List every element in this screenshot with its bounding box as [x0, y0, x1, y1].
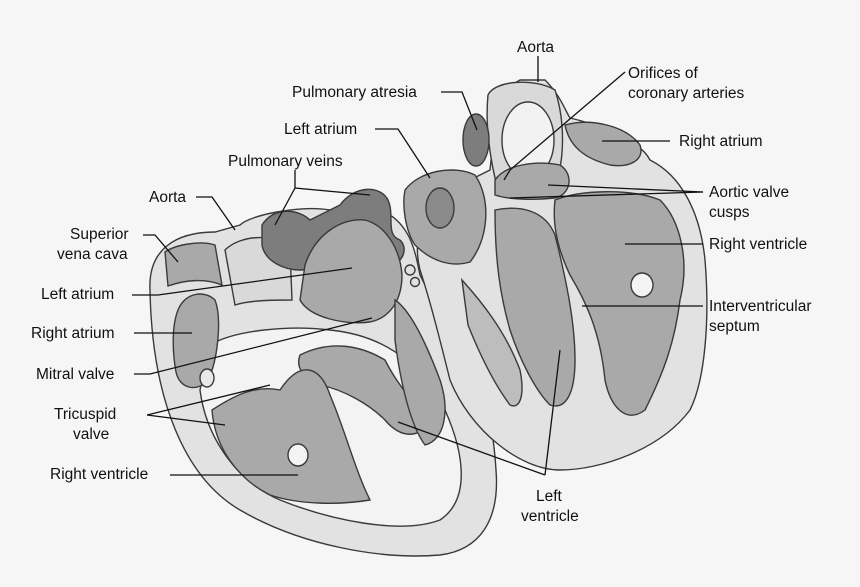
label-right-atrium-right: Right atrium: [679, 133, 763, 150]
superior-vena-cava-shape: [164, 242, 223, 287]
label-septum-line2: septum: [709, 318, 760, 335]
label-septum-line1: Interventricular: [709, 298, 812, 315]
label-tricuspid-line1: Tricuspid: [54, 406, 117, 423]
pulmonary-atresia-shape: [462, 113, 490, 167]
label-mitral-valve: Mitral valve: [36, 366, 115, 383]
leader-tricuspid-a: [146, 384, 271, 416]
label-aortic-cusps-line1: Aortic valve: [709, 184, 790, 201]
leader-aortic-cusps-b: [509, 191, 704, 199]
leader-aorta-left: [196, 196, 236, 231]
label-pulmonary-atresia: Pulmonary atresia: [292, 84, 417, 101]
aortic-valve-cusps-shape: [494, 162, 570, 200]
label-tricuspid-line2: valve: [73, 426, 110, 443]
label-svc-line2: vena cava: [57, 246, 128, 263]
leader-pulmonary-veins-b: [274, 187, 296, 226]
label-aortic-cusps-line2: cusps: [709, 204, 750, 221]
label-aorta-top: Aorta: [517, 39, 555, 56]
leader-pulmonary-atresia: [441, 91, 478, 131]
vessel-orifice: [404, 264, 416, 276]
rv-opening: [630, 272, 654, 298]
leader-aortic-cusps-a: [547, 184, 704, 193]
label-aorta-left: Aorta: [149, 189, 187, 206]
leader-mitral-valve: [134, 317, 373, 375]
left-septum-shape: [394, 298, 446, 446]
leader-left-atrium-left: [132, 267, 353, 296]
label-left-atrium-top: Left atrium: [284, 121, 358, 138]
left-atrium-left-shape: [299, 219, 403, 324]
leader-tricuspid-b: [146, 414, 226, 426]
label-svc-line1: Superior: [70, 226, 129, 243]
ra-opening: [199, 368, 215, 388]
label-right-ventricle-left: Right ventricle: [50, 466, 149, 483]
label-orifices-line1: Orifices of: [628, 65, 698, 82]
leader-pulmonary-veins: [294, 170, 371, 196]
interventricular-septum-shape: [494, 207, 576, 407]
right-ventricle-left-shape: [211, 369, 372, 504]
right-atrium-right-shape: [564, 121, 642, 167]
left-atrium-opening: [425, 187, 455, 229]
septum-muscle-strip: [461, 277, 523, 407]
leader-svc: [143, 234, 179, 263]
label-right-atrium-left: Right atrium: [31, 325, 115, 342]
leader-left-atrium-top: [375, 128, 431, 179]
tricuspid-opening: [287, 443, 309, 467]
vessel-orifice: [409, 276, 421, 288]
label-right-ventricle-right: Right ventricle: [709, 236, 808, 253]
label-orifices-line2: coronary arteries: [628, 85, 745, 102]
leader-orifices: [503, 71, 626, 181]
label-left-ventricle-line1: Left: [536, 488, 562, 505]
leader-left-ventricle-a: [397, 421, 546, 476]
right-ventricle-right-shape: [553, 191, 685, 416]
label-left-ventricle-line2: ventricle: [521, 508, 579, 525]
label-left-atrium-left: Left atrium: [41, 286, 115, 303]
label-pulmonary-veins: Pulmonary veins: [228, 153, 343, 170]
leader-left-ventricle-b: [544, 349, 561, 476]
